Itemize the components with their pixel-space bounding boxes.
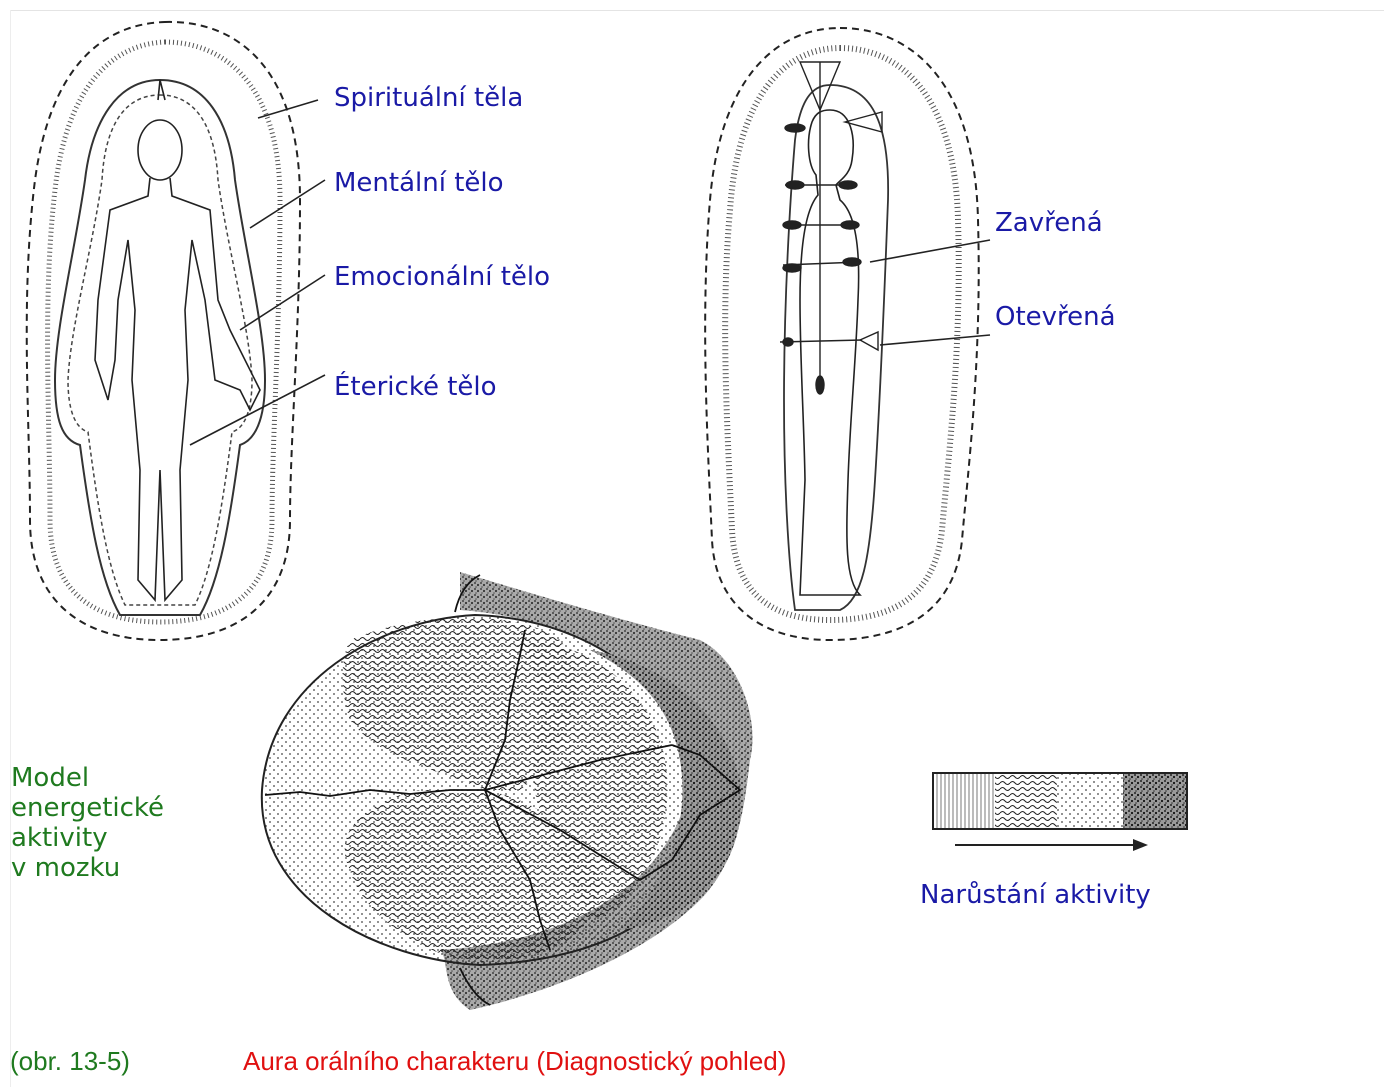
legend-swatch-vertical <box>933 773 995 829</box>
legend-arrowhead <box>1133 839 1148 851</box>
side-figure-leaders <box>870 240 990 345</box>
activity-legend <box>933 773 1187 851</box>
label-chakra-open: Otevřená <box>995 302 1116 332</box>
side-mental-band <box>725 48 959 620</box>
figure-caption: Aura orálního charakteru (Diagnostický p… <box>243 1046 786 1076</box>
brain-model-label: Model energetické aktivity v mozku <box>11 763 164 883</box>
legend-swatch-dots <box>1057 773 1123 829</box>
side-spiritual-outline <box>705 28 979 640</box>
figure-reference: (obr. 13-5) <box>10 1046 130 1076</box>
brain-model-line: energetické <box>11 793 164 823</box>
label-etheric-body: Éterické tělo <box>334 372 497 402</box>
chakra-vortices <box>780 62 882 394</box>
front-figure-aura <box>27 22 325 640</box>
label-mental-body: Mentální tělo <box>334 168 504 198</box>
legend-label: Narůstání aktivity <box>920 880 1151 910</box>
label-spiritual-bodies: Spirituální těla <box>334 83 523 113</box>
brain-activity-diagram <box>262 572 753 1010</box>
front-body <box>95 80 260 600</box>
brain-model-line: aktivity <box>11 823 164 853</box>
label-emotional-body: Emocionální tělo <box>334 262 550 292</box>
legend-swatch-wavy <box>995 773 1057 829</box>
emotional-aura-outline <box>55 80 265 615</box>
label-chakra-closed: Zavřená <box>995 208 1103 238</box>
side-figure-aura <box>705 28 990 640</box>
brain-model-line: Model <box>11 763 164 793</box>
brain-model-line: v mozku <box>11 853 164 883</box>
mental-aura-band <box>48 42 280 622</box>
legend-swatch-stipple <box>1123 773 1187 829</box>
